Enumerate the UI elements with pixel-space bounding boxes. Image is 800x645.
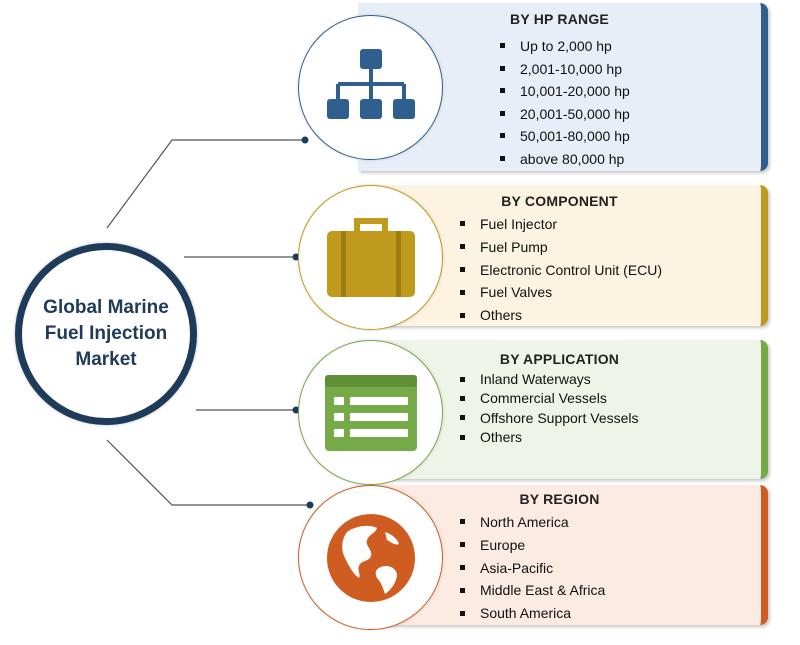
list-item: 2,001-10,000 hp <box>498 58 630 81</box>
segment-list-component: Fuel Injector Fuel Pump Electronic Contr… <box>458 213 662 327</box>
connector-region <box>106 439 310 506</box>
market-hub: Global Marine Fuel Injection Market <box>15 243 197 425</box>
segment-list-application: Inland Waterways Commercial Vessels Offs… <box>458 370 639 447</box>
list-item: Fuel Injector <box>458 213 662 236</box>
connector-dot-application <box>292 406 300 414</box>
list-item: above 80,000 hp <box>498 148 630 171</box>
icon-circle-hp-range <box>298 15 443 160</box>
list-item: Others <box>458 428 639 447</box>
list-item: South America <box>458 602 605 625</box>
briefcase-icon <box>326 217 415 297</box>
connector-dot-hp-range <box>301 136 309 144</box>
list-item: Offshore Support Vessels <box>458 409 639 428</box>
segment-title-component: BY COMPONENT <box>501 193 618 209</box>
list-item: Middle East & Africa <box>458 579 605 602</box>
icon-circle-application <box>298 340 443 485</box>
connector-dot-region <box>306 501 314 509</box>
list-item: 50,001-80,000 hp <box>498 125 630 148</box>
list-item: Inland Waterways <box>458 370 639 389</box>
list-item: Up to 2,000 hp <box>498 35 630 58</box>
hub-title: Global Marine Fuel Injection Market <box>43 297 169 370</box>
segment-title-application: BY APPLICATION <box>499 351 620 367</box>
list-item: North America <box>458 511 605 534</box>
list-item: 20,001-50,000 hp <box>498 103 630 126</box>
list-item: Europe <box>458 534 605 557</box>
list-item: Fuel Valves <box>458 281 662 304</box>
list-item: 10,001-20,000 hp <box>498 80 630 103</box>
hierarchy-icon <box>326 48 415 119</box>
list-document-icon <box>324 374 417 451</box>
list-item: Fuel Pump <box>458 236 662 259</box>
list-item: Others <box>458 304 662 327</box>
segment-list-hp-range: Up to 2,000 hp 2,001-10,000 hp 10,001-20… <box>498 35 630 170</box>
list-item: Electronic Control Unit (ECU) <box>458 259 662 282</box>
segment-list-region: North America Europe Asia-Pacific Middle… <box>458 511 605 625</box>
globe-icon <box>326 513 415 602</box>
icon-circle-component <box>298 185 443 330</box>
icon-circle-region <box>298 485 443 630</box>
segment-title-hp-range: BY HP RANGE <box>510 11 609 27</box>
connector-dot-component <box>292 253 300 261</box>
list-item: Commercial Vessels <box>458 389 639 408</box>
list-item: Asia-Pacific <box>458 557 605 580</box>
connector-hp-range <box>106 139 305 229</box>
segment-title-region: BY REGION <box>519 491 600 507</box>
